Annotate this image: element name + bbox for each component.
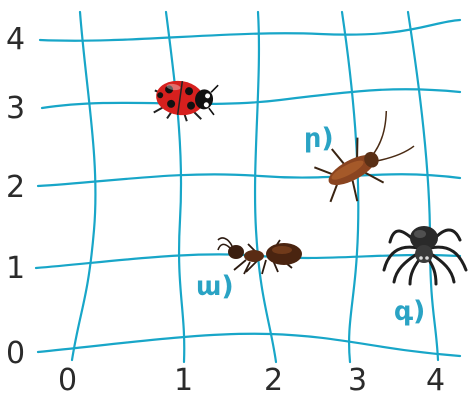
grid-line-v-3 [342,12,358,362]
y-label-3: 3 [6,91,25,126]
grid-line-h-0 [38,334,460,356]
grid-line-h-3 [42,89,460,108]
ant-tag: ա) [196,271,234,302]
ladybug-icon [151,77,218,125]
spider-tag: գ) [394,296,425,327]
y-label-0: 0 [6,336,25,371]
x-label-3: 3 [348,363,367,393]
cockroach-tag: ր) [304,123,334,154]
grid-line-h-4 [40,20,460,41]
x-label-4: 4 [426,363,445,393]
y-label-4: 4 [6,22,25,57]
x-label-1: 1 [174,363,193,393]
grid-line-v-0 [72,12,95,360]
y-label-1: 1 [6,251,25,286]
x-label-2: 2 [264,363,283,393]
grid-line-v-1 [166,12,184,362]
y-label-2: 2 [6,170,25,205]
x-label-0: 0 [58,363,77,393]
grid-line-h-2 [38,174,460,186]
grid-line-v-2 [255,12,276,362]
